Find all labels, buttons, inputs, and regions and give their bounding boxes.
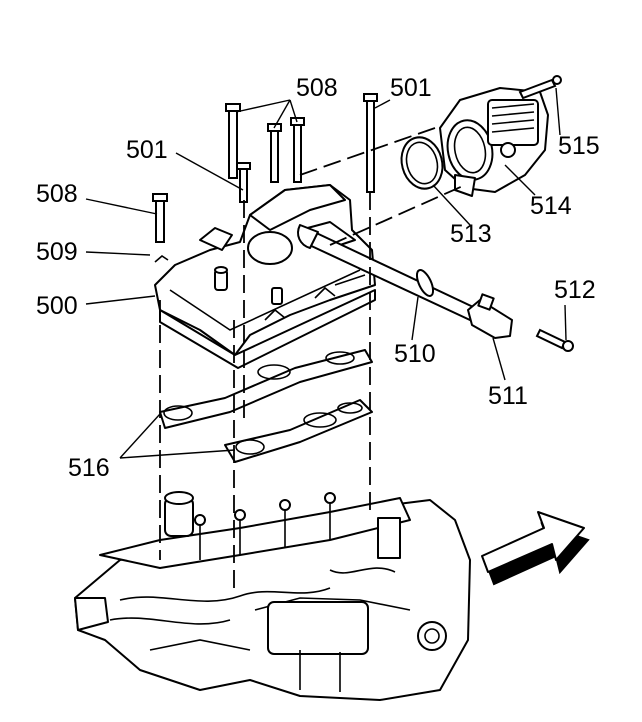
bolt-508-a	[225, 103, 241, 179]
callout-511: 511	[488, 382, 528, 410]
callout-500: 500	[36, 292, 78, 320]
intake-gasket-right	[224, 399, 373, 463]
leader-lines	[85, 87, 567, 459]
engine-block	[74, 491, 471, 701]
bolt-508-left	[152, 193, 168, 243]
callout-508-top: 508	[296, 74, 338, 102]
sensor	[467, 293, 513, 339]
stud-501-left	[236, 162, 251, 203]
bolt-512	[535, 328, 574, 352]
callout-516: 516	[68, 454, 110, 482]
callout-labels: 508 509 500 501 508 501 515 514 513 512 …	[36, 74, 600, 482]
intake-manifold	[154, 184, 376, 369]
callout-501-right: 501	[390, 74, 432, 102]
bolt-509-stud	[154, 254, 169, 263]
callout-501-left: 501	[126, 136, 168, 164]
callout-508-left: 508	[36, 180, 78, 208]
throttle-body	[439, 87, 549, 197]
callout-514: 514	[530, 192, 572, 220]
callout-512: 512	[554, 276, 596, 304]
throttle-bolt-515	[518, 75, 562, 100]
stud-501-right	[363, 93, 378, 193]
throttle-body-gasket	[400, 136, 444, 190]
bolt-508-b	[267, 123, 282, 183]
callout-513: 513	[450, 220, 492, 248]
intake-gasket-left	[159, 349, 373, 429]
callout-510: 510	[394, 340, 436, 368]
bolt-508-c	[290, 117, 305, 183]
alignment-lines	[159, 127, 466, 590]
forward-arrow-icon	[481, 511, 590, 586]
callout-509: 509	[36, 238, 78, 266]
callout-515: 515	[558, 132, 600, 160]
